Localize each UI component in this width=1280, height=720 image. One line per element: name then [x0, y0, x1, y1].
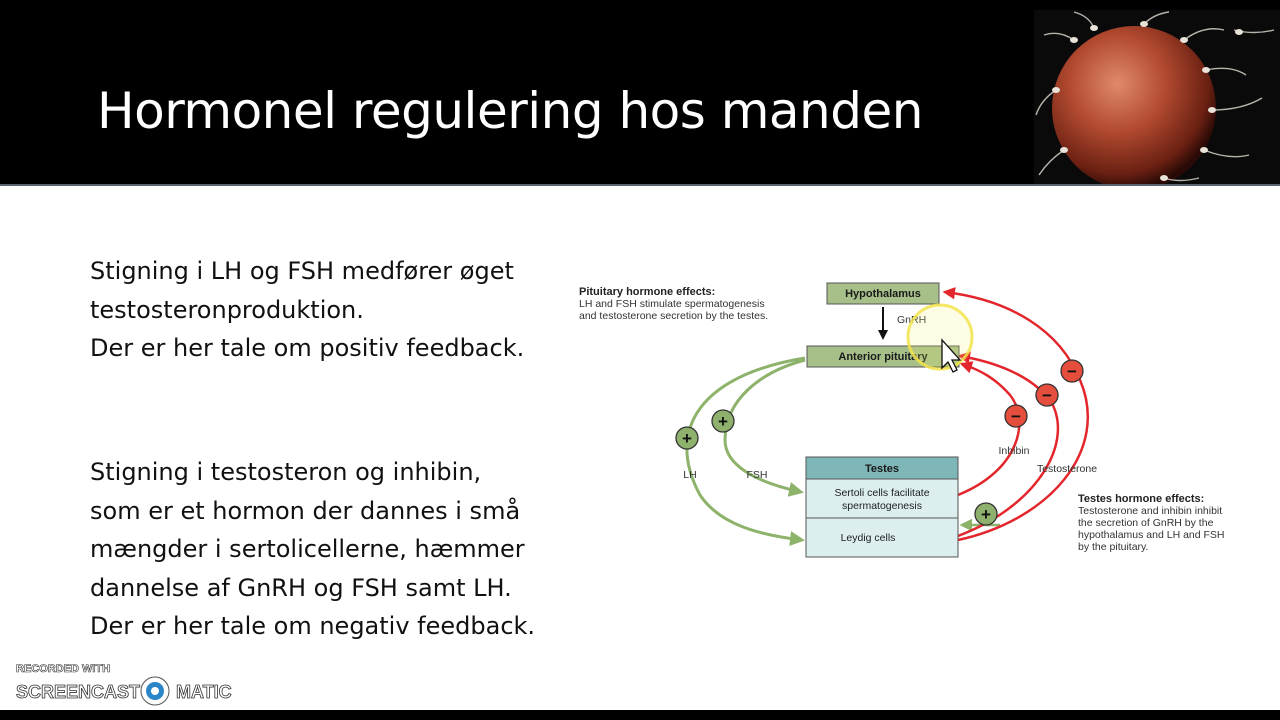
minus-sign: −	[1042, 386, 1052, 405]
testes-label: Testes	[865, 463, 899, 475]
testes-effects-line: the secretion of GnRH by the	[1078, 517, 1214, 529]
minus-icon	[1060, 359, 1084, 383]
minus-sign: −	[1067, 362, 1077, 381]
minus-sign: −	[1011, 407, 1021, 426]
pituitary-effects-title: Pituitary hormone effects:	[579, 286, 715, 298]
minus-icon	[1035, 383, 1059, 407]
plus-sign: +	[718, 412, 728, 431]
slide-title: Hormonel regulering hos manden	[97, 82, 923, 140]
sertoli-label-line: Sertoli cells facilitate	[834, 487, 929, 499]
inhibin-label: Inhibin	[999, 445, 1030, 457]
header-divider	[0, 184, 1280, 186]
testes-effects-line: Testosterone and inhibin inhibit	[1078, 505, 1222, 517]
sperm-egg-photo	[1034, 10, 1280, 184]
testes-effects-title: Testes hormone effects:	[1078, 493, 1204, 505]
paragraph-line: Der er her tale om negativ feedback.	[90, 612, 536, 640]
mouse-cursor-icon	[941, 338, 962, 373]
testes-effects-line: hypothalamus and LH and FSH	[1078, 529, 1225, 541]
brand-left: SCREENCAST	[16, 682, 140, 702]
fsh-plus-icon	[711, 409, 735, 433]
screencast-watermark: RECORDED WITH SCREENCAST MATIC	[16, 663, 232, 706]
leydig-label: Leydig cells	[841, 532, 896, 544]
testes-effects-line: by the pituitary.	[1078, 541, 1148, 553]
hypothalamus-box	[826, 282, 940, 305]
hypothalamus-label: Hypothalamus	[845, 288, 921, 300]
recorded-with-label: RECORDED WITH	[16, 663, 110, 675]
plus-sign: +	[682, 429, 692, 448]
positive-feedback-paragraph: Stigning i LH og FSH medfører øget testo…	[90, 252, 524, 368]
brand-right: MATIC	[176, 682, 232, 702]
paragraph-line: Stigning i testosteron og inhibin,	[90, 458, 482, 486]
egg-cell-image	[1034, 10, 1280, 184]
testosterone-to-hypothalamus-arrow	[942, 287, 1090, 542]
hormone-regulation-diagram: Pituitary hormone effects: LH and FSH st…	[579, 282, 1225, 558]
sertoli-label-line: spermatogenesis	[842, 500, 922, 512]
paragraph-line: dannelse af GnRH og FSH samt LH.	[90, 573, 512, 602]
cursor-highlight	[906, 303, 974, 371]
lh-arrow	[685, 356, 806, 547]
paragraph-line: mængder i sertolicellerne, hæmmer	[90, 535, 525, 563]
leydig-plus-icon	[974, 502, 998, 526]
leydig-cells-box	[805, 517, 959, 558]
testosterone-to-pituitary-arrow	[957, 351, 1060, 538]
plus-sign: +	[981, 505, 991, 524]
inhibin-arrow	[957, 361, 1021, 497]
negative-feedback-paragraph: Stigning i testosteron og inhibin, som e…	[90, 453, 535, 646]
minus-icon	[1004, 404, 1028, 428]
fsh-arrow	[723, 358, 806, 497]
pituitary-effects-line: and testosterone secretion by the testes…	[579, 310, 768, 322]
paragraph-line: testosteronproduktion.	[90, 295, 364, 324]
paragraph-line: Stigning i LH og FSH medfører øget	[90, 257, 514, 285]
anterior-pituitary-label: Anterior pituitary	[838, 351, 928, 363]
lh-plus-icon	[675, 426, 699, 450]
lh-label: LH	[683, 469, 696, 481]
screencast-logo-dot	[151, 687, 159, 695]
paragraph-line: som er et hormon der dannes i små	[90, 496, 521, 525]
testosterone-label: Testosterone	[1037, 463, 1097, 475]
slide-header: Hormonel regulering hos manden	[0, 0, 1280, 184]
fsh-label: FSH	[747, 469, 768, 481]
pituitary-effects-line: LH and FSH stimulate spermatogenesis	[579, 298, 765, 310]
bottom-bar	[0, 710, 1280, 720]
paragraph-line: Der er her tale om positiv feedback.	[90, 334, 525, 362]
